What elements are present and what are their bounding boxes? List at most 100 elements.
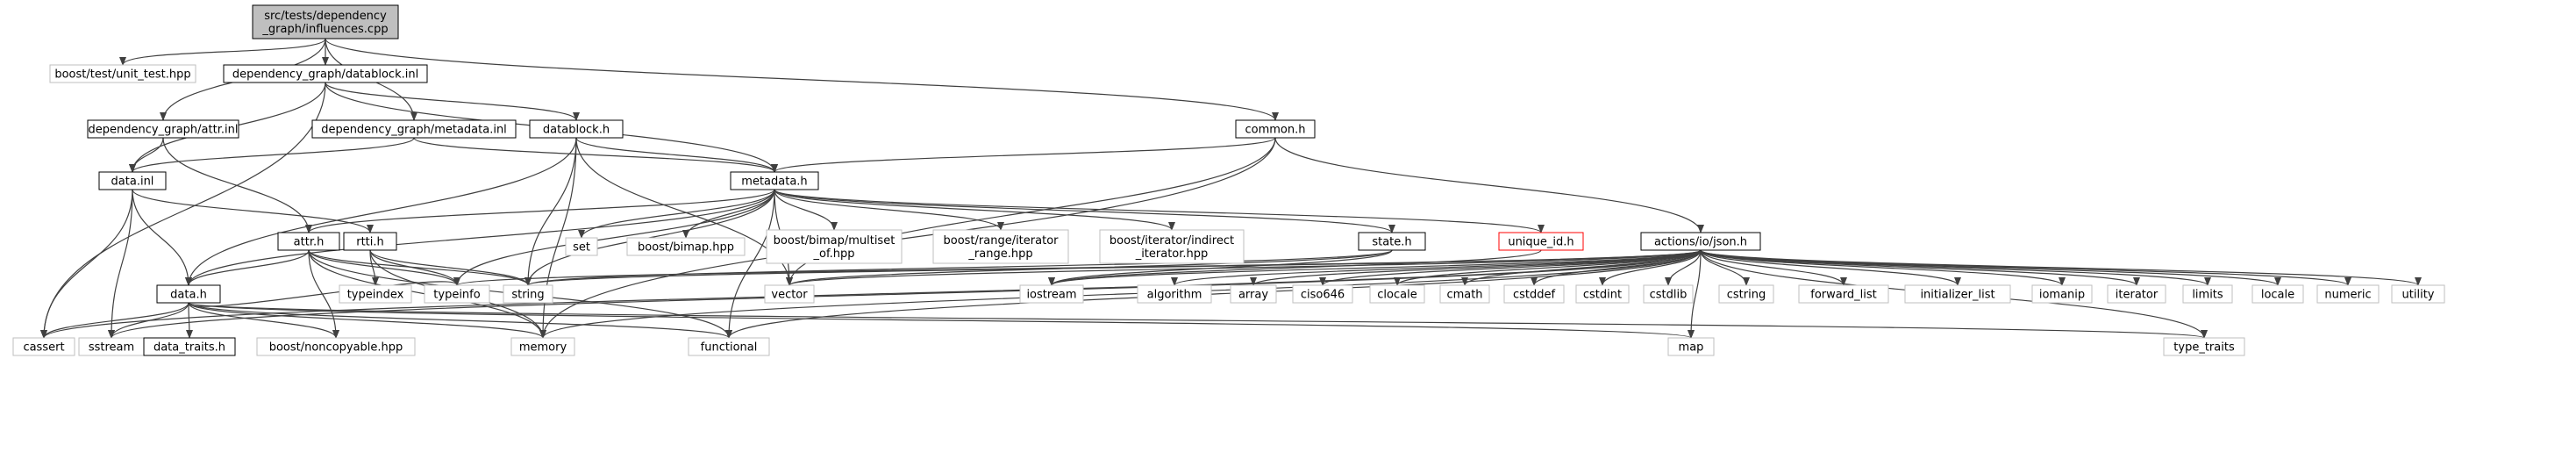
node-box <box>2107 284 2166 304</box>
edge-root-to-unit_test <box>119 38 326 66</box>
edge-json_h-to-cstdint <box>1599 249 1702 286</box>
node-initializer-list: initializer_list <box>1904 284 2011 304</box>
node-label: state.h <box>1372 236 1411 249</box>
edge-json_h-to-numeric <box>1700 249 2351 286</box>
edge-metadata_h-to-functional <box>725 189 775 339</box>
edge-attr_inl-to-data_inl <box>129 137 164 173</box>
edge-datablock_h-to-string <box>524 137 577 286</box>
node-box <box>503 284 553 304</box>
node-label: cstring <box>1727 289 1766 302</box>
node-bimap-multiset: boost/bimap/multiset_of.hpp <box>766 229 903 264</box>
node-label: memory <box>519 341 567 355</box>
node-box <box>343 232 397 251</box>
node-cassert: cassert <box>12 337 75 356</box>
node-box <box>510 337 575 356</box>
node-label: cstddef <box>1513 289 1556 302</box>
edge-common_h-to-metadata_h <box>771 137 1276 173</box>
edge-metadata_h-to-typeinfo <box>453 189 775 286</box>
node-label: cmath <box>1446 289 1482 302</box>
node-cmath: cmath <box>1439 284 1490 304</box>
edge-json_h-to-memory <box>539 249 1702 339</box>
edge-data_inl-to-cassert <box>40 189 133 339</box>
edge-datablock_h-to-data_h <box>185 137 577 286</box>
node-box <box>256 337 416 356</box>
edge-metadata_h-to-unique_id_h <box>774 189 1545 233</box>
node-label: limits <box>2192 289 2223 302</box>
node-ciso646: ciso646 <box>1292 284 1353 304</box>
node-label: _range.hpp <box>967 248 1032 261</box>
node-layer: src/tests/dependency_graph/influences.cp… <box>12 4 2445 356</box>
node-box <box>156 284 221 304</box>
node-label: common.h <box>1245 124 1306 137</box>
node-algorithm: algorithm <box>1137 284 1212 304</box>
edge-data_h-to-type_traits <box>188 302 2207 339</box>
node-label: initializer_list <box>1920 289 1994 302</box>
node-numeric: numeric <box>2316 284 2380 304</box>
node-label: array <box>1238 289 1268 302</box>
node-label: iomanip <box>2039 289 2085 302</box>
node-iomanip: iomanip <box>2031 284 2093 304</box>
node-functional: functional <box>688 337 770 356</box>
node-rtti-h[interactable]: rtti.h <box>343 232 397 251</box>
node-box <box>1439 284 1490 304</box>
node-box <box>1718 284 1774 304</box>
node-label: boost/iterator/indirect <box>1110 234 1234 248</box>
node-label: functional <box>701 341 758 355</box>
edge-metadata_inl-to-metadata_h <box>413 137 778 173</box>
node-label: cstdint <box>1583 289 1622 302</box>
edge-state_h-to-string <box>524 249 1393 286</box>
node-metadata-h[interactable]: metadata.h <box>730 171 819 190</box>
node-label: _graph/influences.cpp <box>261 23 388 36</box>
node-label: forward_list <box>1810 289 1876 302</box>
node-box <box>1575 284 1630 304</box>
node-box <box>626 237 746 256</box>
node-limits: limits <box>2182 284 2233 304</box>
edge-json_h-to-functional <box>725 249 1702 339</box>
edge-unique_id_h-to-iostream <box>1048 249 1542 286</box>
node-data-traits-h[interactable]: data_traits.h <box>143 337 236 356</box>
node-data-h[interactable]: data.h <box>156 284 221 304</box>
edge-json_h-to-forward_list <box>1700 249 1847 286</box>
node-common-h[interactable]: common.h <box>1235 119 1316 139</box>
node-datablock-h[interactable]: datablock.h <box>529 119 624 139</box>
node-clocale: clocale <box>1369 284 1425 304</box>
node-label: boost/bimap/multiset <box>774 234 896 248</box>
edge-json_h-to-cstdlib <box>1665 249 1702 286</box>
node-label: attr.h <box>294 236 325 249</box>
node-label: _iterator.hpp <box>1135 248 1209 261</box>
node-datablock-inl[interactable]: dependency_graph/datablock.inl <box>223 64 428 83</box>
node-label: numeric <box>2324 289 2371 302</box>
node-box <box>688 337 770 356</box>
node-state-h[interactable]: state.h <box>1358 232 1426 251</box>
node-string: string <box>503 284 553 304</box>
edge-metadata_h-to-set <box>578 189 775 239</box>
node-unique-id-h[interactable]: unique_id.h <box>1498 232 1584 251</box>
node-label: boost/bimap.hpp <box>638 241 734 255</box>
node-label: set <box>573 241 590 255</box>
edge-json_h-to-sstream <box>108 249 1702 339</box>
node-box <box>143 337 236 356</box>
edge-json_h-to-cstring <box>1700 249 1750 286</box>
node-iterator: iterator <box>2107 284 2166 304</box>
edge-data_inl-to-sstream <box>108 189 133 339</box>
node-data-inl[interactable]: data.inl <box>98 171 167 190</box>
node-label: iostream <box>1026 289 1076 302</box>
node-attr-h[interactable]: attr.h <box>277 232 340 251</box>
node-box <box>49 64 196 83</box>
node-label: algorithm <box>1147 289 1202 302</box>
node-label: utility <box>2402 289 2435 302</box>
node-metadata-inl[interactable]: dependency_graph/metadata.inl <box>311 119 517 139</box>
node-sstream: sstream <box>78 337 145 356</box>
edge-datablock_h-to-memory <box>539 137 577 339</box>
node-box <box>764 284 815 304</box>
node-json-h[interactable]: actions/io/json.h <box>1640 232 1761 251</box>
node-box <box>1235 119 1316 139</box>
node-attr-inl[interactable]: dependency_graph/attr.inl <box>87 119 239 139</box>
edge-common_h-to-json_h <box>1274 137 1704 233</box>
node-cstddef: cstddef <box>1503 284 1565 304</box>
edge-json_h-to-initializer_list <box>1700 249 1961 286</box>
edge-json_h-to-utility <box>1700 249 2422 286</box>
node-label: data.inl <box>111 176 154 189</box>
node-box <box>223 64 428 83</box>
node-label: dependency_graph/datablock.inl <box>232 68 418 82</box>
